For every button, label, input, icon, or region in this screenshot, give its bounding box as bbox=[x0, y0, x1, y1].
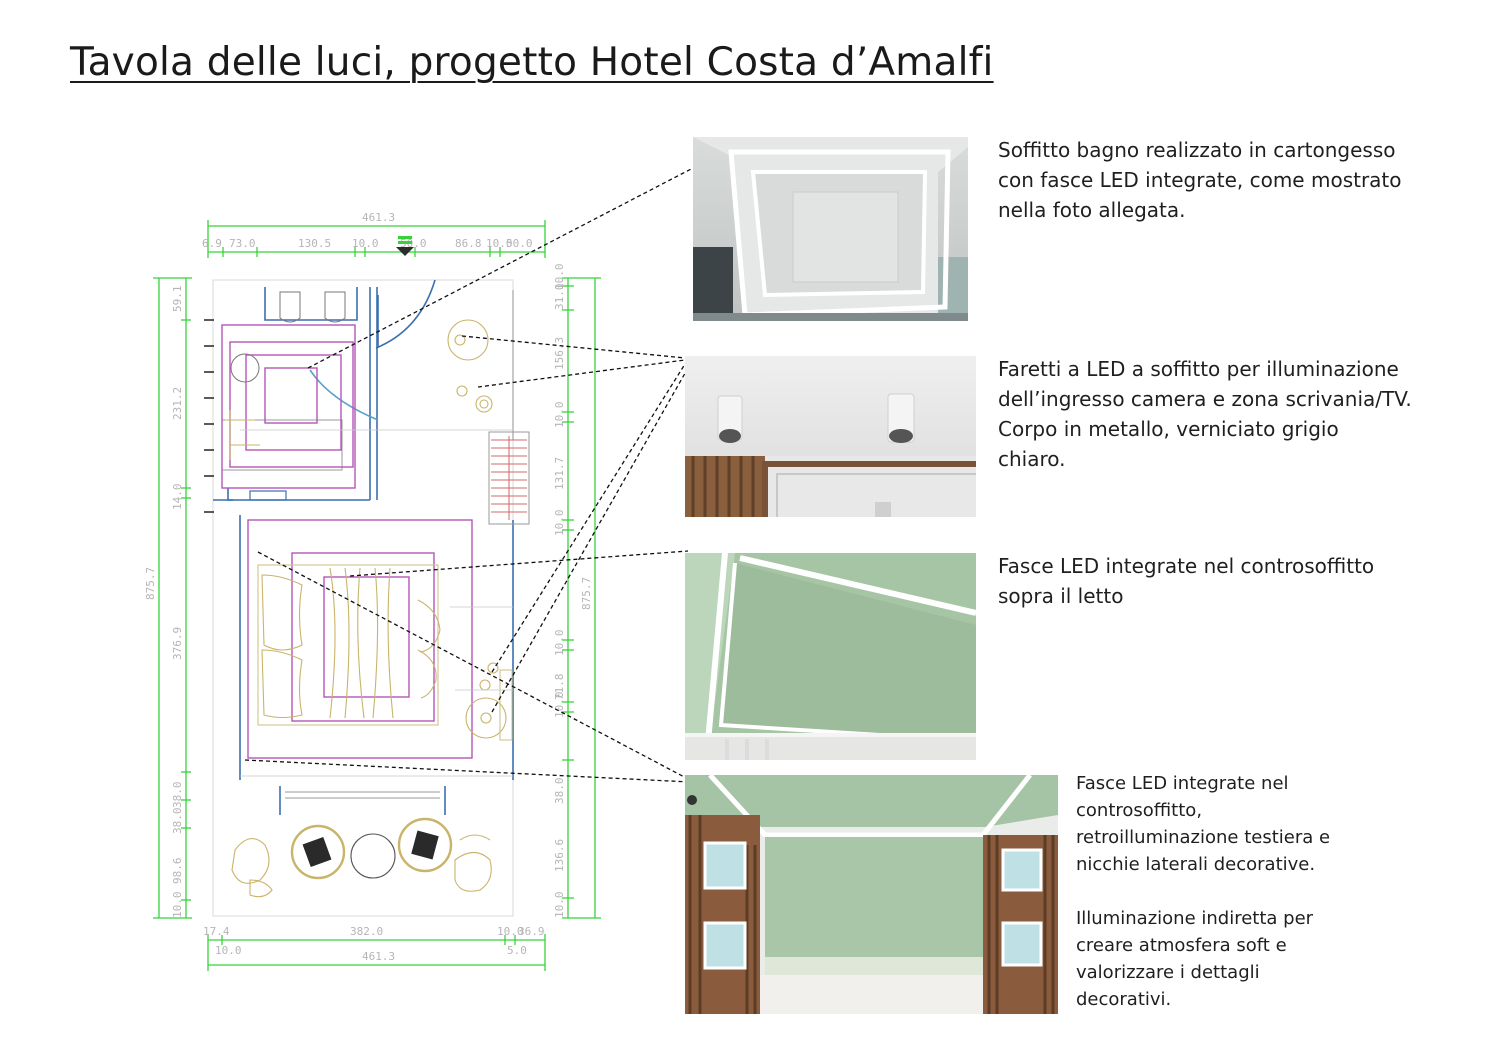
caption-line bbox=[1076, 878, 1476, 905]
dim-left-total: 875.7 bbox=[144, 567, 157, 600]
dim-top-seg: 10.0 bbox=[486, 237, 513, 250]
caption-line: creare atmosfera soft e bbox=[1076, 935, 1287, 956]
leader-lines bbox=[244, 167, 694, 783]
dim-left-seg: 59.1 bbox=[171, 286, 184, 313]
caption-line: valorizzare i dettagli bbox=[1076, 962, 1260, 983]
page-title: Tavola delle luci, progetto Hotel Costa … bbox=[70, 40, 994, 85]
caption-line: nicchie laterali decorative. bbox=[1076, 854, 1316, 875]
caption-line: Fasce LED integrate nel controsoffitto bbox=[998, 554, 1375, 578]
caption-line: controsoffitto, bbox=[1076, 800, 1203, 821]
caption-line: Fasce LED integrate nel bbox=[1076, 773, 1289, 794]
photo-headboard bbox=[685, 775, 1058, 1014]
dim-top-seg: 10.0 bbox=[352, 237, 379, 250]
dim-right-seg: 10.0 bbox=[553, 892, 566, 919]
dim-left-seg: 231.2 bbox=[171, 387, 184, 420]
bathroom-fixtures bbox=[221, 291, 346, 471]
photo-bathroom-ceiling bbox=[693, 137, 968, 321]
caption-line: retroilluminazione testiera e bbox=[1076, 827, 1331, 848]
dim-bottom-seg: 10.0 bbox=[497, 925, 524, 938]
dim-right-seg: 136.6 bbox=[553, 839, 566, 872]
wardrobe-hatch bbox=[488, 431, 530, 525]
dim-left-seg: 14.0 bbox=[171, 484, 184, 511]
caption-line: chiaro. bbox=[998, 447, 1066, 471]
dimension-bottom bbox=[207, 934, 546, 971]
dim-left-seg: 98.6 bbox=[171, 858, 184, 885]
dim-top-seg: 6.9 bbox=[202, 237, 222, 250]
caption-line: decorativi. bbox=[1076, 989, 1172, 1010]
caption-ceiling-over-bed: Fasce LED integrate nel controsoffitto s… bbox=[998, 551, 1468, 611]
caption-headboard: Fasce LED integrate nel controsoffitto, … bbox=[1076, 770, 1476, 1013]
photo-ceiling-over-bed bbox=[685, 553, 976, 760]
dim-left-seg: 38.0 bbox=[171, 782, 184, 809]
dim-right-total: 875.7 bbox=[580, 577, 593, 610]
dim-bottom-seg: 36.9 bbox=[518, 925, 545, 938]
dim-bottom-total: 461.3 bbox=[362, 950, 395, 963]
dim-top-seg: 73.0 bbox=[229, 237, 256, 250]
dimension-left bbox=[153, 277, 192, 919]
dim-left-seg: 38.0 bbox=[171, 808, 184, 835]
dim-right-seg: 10.0 bbox=[553, 630, 566, 657]
dim-bottom-seg: 382.0 bbox=[350, 925, 383, 938]
dim-top-seg: 86.8 bbox=[455, 237, 482, 250]
caption-line: nella foto allegata. bbox=[998, 198, 1186, 222]
caption-line: Faretti a LED a soffitto per illuminazio… bbox=[998, 357, 1399, 381]
dim-top-total: 461.3 bbox=[362, 211, 395, 224]
dim-right-seg: 71.8 bbox=[553, 674, 566, 701]
dimension-top bbox=[207, 220, 546, 258]
caption-led-spotlights: Faretti a LED a soffitto per illuminazio… bbox=[998, 354, 1478, 474]
dim-left-seg: 376.9 bbox=[171, 627, 184, 660]
photo-led-spotlights bbox=[685, 356, 976, 517]
dim-top-seg: 130.5 bbox=[298, 237, 331, 250]
dim-bottom-sub: 5.0 bbox=[507, 944, 527, 957]
dim-right-seg: 31.0 bbox=[553, 284, 566, 311]
ceiling-outlines bbox=[221, 324, 473, 759]
dim-right-seg: 10.0 bbox=[553, 402, 566, 429]
dim-right-seg: 10.0 bbox=[553, 510, 566, 537]
caption-line: con fasce LED integrate, come mostrato bbox=[998, 168, 1402, 192]
arrow-down-icon bbox=[396, 236, 414, 256]
dim-bottom-seg: 17.4 bbox=[203, 925, 230, 938]
furniture bbox=[224, 319, 513, 898]
caption-line: Illuminazione indiretta per bbox=[1076, 908, 1314, 929]
dim-top-seg: 50.0 bbox=[506, 237, 533, 250]
caption-line: dell’ingresso camera e zona scrivania/TV… bbox=[998, 387, 1412, 411]
dim-bottom-sub: 10.0 bbox=[215, 944, 242, 957]
caption-line: sopra il letto bbox=[998, 584, 1124, 608]
dim-left-seg: 10.0 bbox=[171, 892, 184, 919]
dim-top-seg: 50.0 bbox=[400, 237, 427, 250]
dimension-right bbox=[562, 277, 601, 919]
caption-line: Soffitto bagno realizzato in cartongesso bbox=[998, 138, 1396, 162]
dim-right-seg: 131.7 bbox=[553, 457, 566, 490]
dim-right-seg: 10.0 bbox=[553, 692, 566, 719]
caption-bathroom-ceiling: Soffitto bagno realizzato in cartongesso… bbox=[998, 135, 1468, 225]
dim-right-seg: 156.3 bbox=[553, 337, 566, 370]
dim-right-seg: 10.0 bbox=[553, 264, 566, 291]
dim-right-seg: 38.0 bbox=[553, 778, 566, 805]
caption-line: Corpo in metallo, verniciato grigio bbox=[998, 417, 1339, 441]
